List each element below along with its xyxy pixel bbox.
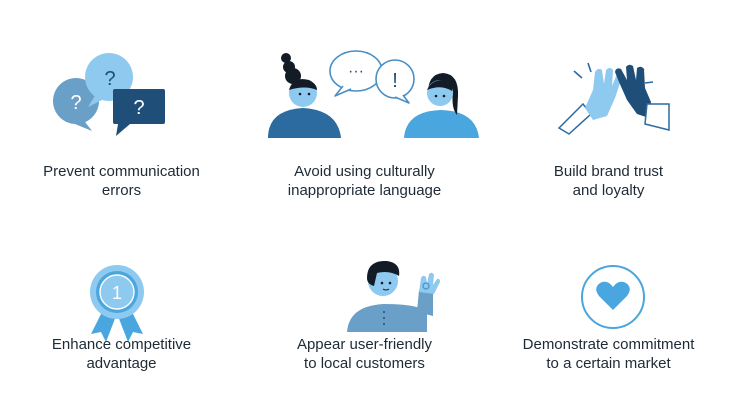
svg-text:?: ?	[133, 97, 144, 119]
benefit-label: Prevent communication errors	[43, 163, 200, 199]
benefit-label: Appear user-friendly to local customers	[296, 336, 433, 372]
svg-text:?: ?	[104, 68, 115, 90]
svg-text:···: ···	[348, 63, 364, 80]
svg-text:!: !	[392, 70, 398, 92]
svg-text:1: 1	[112, 283, 122, 303]
heart-circle-icon	[581, 265, 645, 329]
conversation-people-icon: ··· !	[268, 50, 479, 138]
question-bubbles-icon: ? ? ?	[53, 53, 165, 136]
benefit-label: Build brand trust and loyalty	[553, 163, 664, 199]
svg-text:?: ?	[70, 92, 81, 114]
benefit-label: Demonstrate commitment to a certain mark…	[522, 336, 695, 372]
award-ribbon-icon: 1	[90, 265, 144, 342]
benefit-label: Enhance competitive advantage	[51, 336, 192, 372]
high-five-icon	[557, 62, 670, 135]
person-ok-gesture-icon	[347, 260, 440, 332]
benefit-label: Avoid using culturally inappropriate lan…	[287, 163, 442, 199]
